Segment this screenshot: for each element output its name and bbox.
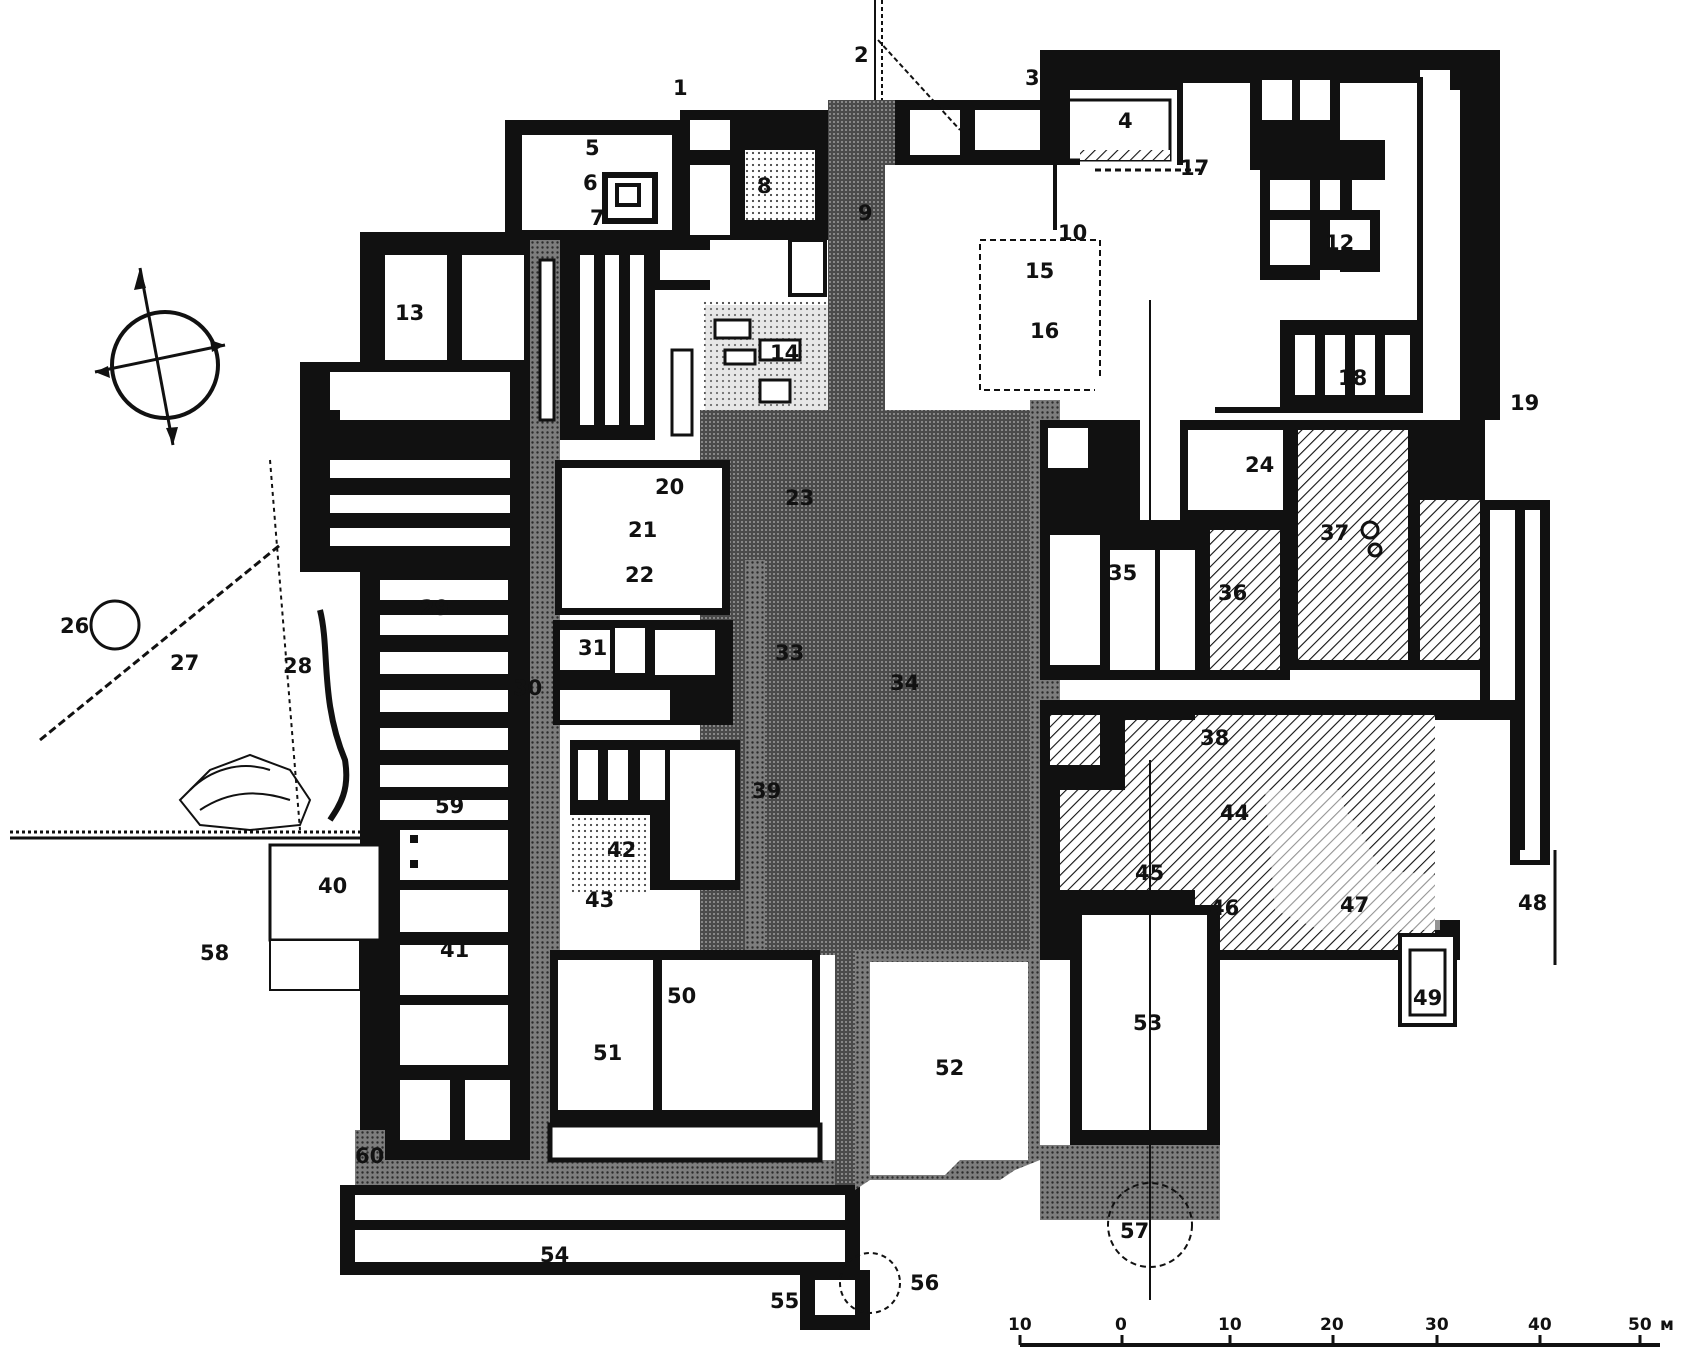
scale-tick-40: 40: [1528, 1315, 1552, 1335]
room-label-59: 59: [435, 794, 464, 818]
room-label-33: 33: [775, 641, 804, 665]
room-label-48: 48: [1518, 891, 1547, 915]
room-label-15: 15: [1025, 259, 1054, 283]
west-terrace: [10, 459, 382, 991]
room-label-58: 58: [200, 941, 229, 965]
room-label-28: 28: [283, 654, 312, 678]
room-label-10: 10: [1058, 221, 1087, 245]
room-label-6: 6: [583, 171, 598, 195]
room-label-7: 7: [590, 206, 605, 230]
room-label-50: 50: [667, 984, 696, 1008]
room-label-20: 20: [655, 475, 684, 499]
scale-tick-20: 20: [1320, 1315, 1344, 1335]
room-label-29: 29: [420, 596, 449, 620]
room-label-43: 43: [585, 888, 614, 912]
scale-tick-m10: 10: [1008, 1315, 1032, 1335]
room-label-37: 37: [1320, 521, 1349, 545]
room-label-55: 55: [770, 1289, 799, 1313]
west-magazines: [300, 232, 540, 1210]
room-label-14: 14: [770, 341, 799, 365]
room-label-53: 53: [1133, 1011, 1162, 1035]
room-53: [1040, 760, 1220, 1300]
room-labels: 1 2 3 4 5 6 7 8 9 10 12 13 14 15 16 17 1…: [60, 43, 1547, 1313]
room-label-26: 26: [60, 614, 89, 638]
scale-bar: 10 0 10 20 30 40 50 м: [1008, 1315, 1674, 1347]
room-label-3: 3: [1025, 66, 1040, 90]
room-label-60: 60: [355, 1144, 384, 1168]
room-label-52: 52: [935, 1056, 964, 1080]
room-label-9: 9: [858, 201, 873, 225]
room-label-12: 12: [1325, 231, 1354, 255]
scale-tick-30: 30: [1425, 1315, 1449, 1335]
room-label-1: 1: [673, 76, 688, 100]
scale-unit: м: [1660, 1315, 1674, 1335]
room-label-5: 5: [585, 136, 600, 160]
room-label-54: 54: [540, 1243, 569, 1267]
room-label-23: 23: [785, 486, 814, 510]
room-26-circle: [89, 599, 141, 651]
room-label-2: 2: [854, 43, 869, 67]
room-label-27: 27: [170, 651, 199, 675]
room-label-40: 40: [318, 874, 347, 898]
room-label-49: 49: [1413, 986, 1442, 1010]
room-label-24: 24: [1245, 453, 1274, 477]
north-arrow-compass-icon: [94, 267, 226, 446]
room-label-42: 42: [607, 838, 636, 862]
room-label-41: 41: [440, 938, 469, 962]
room-label-47: 47: [1340, 893, 1369, 917]
north-east-wing: [1040, 50, 1500, 420]
room-label-57: 57: [1120, 1219, 1149, 1243]
room-label-13: 13: [395, 301, 424, 325]
room-label-38: 38: [1200, 726, 1229, 750]
scale-tick-50: 50: [1628, 1315, 1652, 1335]
room-label-17: 17: [1180, 156, 1209, 180]
room-label-31: 31: [578, 636, 607, 660]
room-label-51: 51: [593, 1041, 622, 1065]
room-label-19: 19: [1510, 391, 1539, 415]
room-label-45: 45: [1135, 861, 1164, 885]
room-48-49: [1398, 865, 1565, 1027]
room-label-44: 44: [1220, 801, 1249, 825]
room-label-39: 39: [752, 779, 781, 803]
south-wing: [340, 1185, 901, 1330]
room-label-56: 56: [910, 1271, 939, 1295]
room-label-21: 21: [628, 518, 657, 542]
room-label-34: 34: [890, 671, 919, 695]
room-label-16: 16: [1030, 319, 1059, 343]
room-label-46: 46: [1210, 896, 1239, 920]
room-label-8: 8: [757, 174, 772, 198]
rooms-50-51: [547, 950, 823, 1163]
west-rooms-31: [553, 620, 740, 895]
scale-tick-0: 0: [1115, 1315, 1127, 1335]
east-wing-south: [1040, 700, 1520, 960]
room-label-22: 22: [625, 563, 654, 587]
room-label-18: 18: [1338, 366, 1367, 390]
scale-tick-10: 10: [1218, 1315, 1242, 1335]
room-label-30: 30: [513, 676, 542, 700]
room-label-36: 36: [1218, 581, 1247, 605]
room-52: [855, 950, 1040, 1190]
room-label-4: 4: [1118, 109, 1133, 133]
room-label-35: 35: [1108, 561, 1137, 585]
